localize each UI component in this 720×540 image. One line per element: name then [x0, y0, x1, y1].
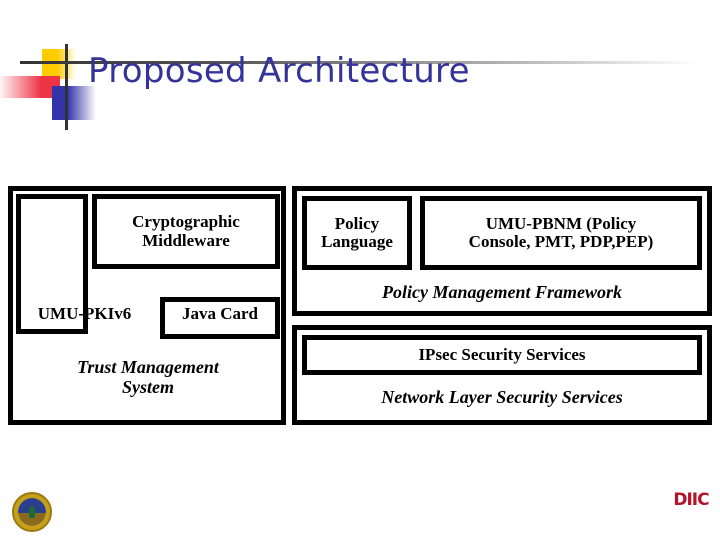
box-ipsec-security-services[interactable]: IPsec Security Services	[302, 335, 702, 375]
seal-emblem-ground	[18, 513, 46, 526]
box-ipsec-security-services-label: IPsec Security Services	[418, 344, 586, 364]
box-cryptographic-middleware[interactable]: Cryptographic Middleware	[92, 194, 280, 269]
box-policy-language-label: Policy Language	[321, 213, 393, 252]
seal-inner-emblem	[18, 498, 46, 526]
box-umu-pbnm-label: UMU-PBNM (Policy Console, PMT, PDP,PEP)	[468, 213, 654, 252]
caption-policy-management-framework: Policy Management Framework	[382, 282, 622, 302]
page-title: Proposed Architecture	[88, 51, 470, 91]
title-decoration-graphic	[0, 44, 96, 130]
tms-caption-line1: Trust Management	[77, 357, 219, 377]
box-java-card[interactable]	[160, 297, 280, 339]
pollang-label-line1: Policy	[334, 213, 380, 233]
caption-trust-management-system: Trust Management System	[16, 357, 280, 398]
decoration-vertical-rule	[65, 44, 68, 130]
diic-logo: DIIC	[668, 492, 714, 530]
box-policy-language[interactable]: Policy Language	[302, 196, 412, 270]
pbnm-label-line1: UMU-PBNM (Policy	[485, 213, 637, 233]
box-umu-pbnm[interactable]: UMU-PBNM (Policy Console, PMT, PDP,PEP)	[420, 196, 702, 270]
decoration-yellow-square	[42, 49, 76, 79]
box-umu-pkiv6-label: UMU-PKIv6	[37, 304, 132, 323]
title-underline-rule	[20, 61, 698, 64]
pbnm-label-line2: Console, PMT, PDP,PEP)	[468, 232, 654, 251]
diic-wordmark: DIIC	[673, 490, 709, 510]
box-java-card-label: Java Card	[181, 304, 259, 323]
university-seal-logo	[12, 492, 52, 532]
decoration-blue-square	[52, 86, 96, 120]
caption-network-layer-security-services: Network Layer Security Services	[381, 387, 623, 407]
box-cryptographic-middleware-label: Cryptographic Middleware	[132, 212, 240, 250]
decoration-red-square	[0, 76, 60, 98]
tms-caption-line2: System	[122, 376, 174, 397]
pollang-label-line2: Language	[321, 232, 393, 251]
seal-emblem-sky	[18, 498, 46, 514]
crypto-label-line1: Cryptographic	[132, 212, 240, 232]
crypto-label-line2: Middleware	[142, 230, 230, 250]
box-umu-pkiv6[interactable]	[16, 194, 88, 334]
seal-emblem-figure	[29, 505, 35, 519]
